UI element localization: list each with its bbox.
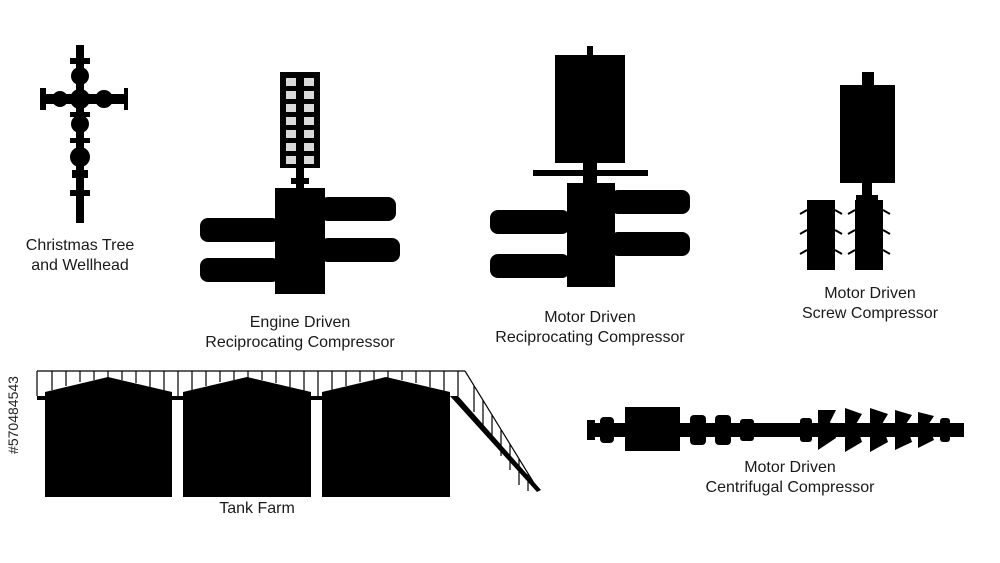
label-line: Screw Compressor <box>801 305 939 322</box>
engine-recip-compressor-icon <box>200 72 400 294</box>
label-line: Reciprocating Compressor <box>495 329 685 346</box>
motor-screw-compressor-icon <box>799 72 895 270</box>
label-motor-screw: Motor Driven Screw Compressor <box>770 284 970 324</box>
motor-recip-compressor-icon <box>490 46 690 287</box>
label-christmas-tree: Christmas Tree and Wellhead <box>10 236 150 276</box>
christmas-tree-wellhead-icon <box>40 45 128 223</box>
label-line: Engine Driven <box>249 314 351 331</box>
label-motor-recip: Motor Driven Reciprocating Compressor <box>470 308 710 348</box>
stock-id-watermark: #570484543 <box>4 330 22 500</box>
label-line: Motor Driven <box>544 309 636 326</box>
motor-centrifugal-compressor-icon <box>587 407 964 452</box>
label-line: Christmas Tree <box>25 237 135 254</box>
label-motor-centrifugal: Motor Driven Centrifugal Compressor <box>670 458 910 498</box>
tank-farm-icon <box>36 370 541 497</box>
label-tank-farm: Tank Farm <box>192 499 322 519</box>
label-line: and Wellhead <box>31 257 129 274</box>
stock-id-text: #570484543 <box>5 376 21 454</box>
label-line: Tank Farm <box>219 500 295 517</box>
label-line: Motor Driven <box>824 285 916 302</box>
label-line: Reciprocating Compressor <box>205 334 395 351</box>
label-engine-recip: Engine Driven Reciprocating Compressor <box>180 313 420 353</box>
label-line: Centrifugal Compressor <box>705 479 875 496</box>
label-line: Motor Driven <box>744 459 836 476</box>
